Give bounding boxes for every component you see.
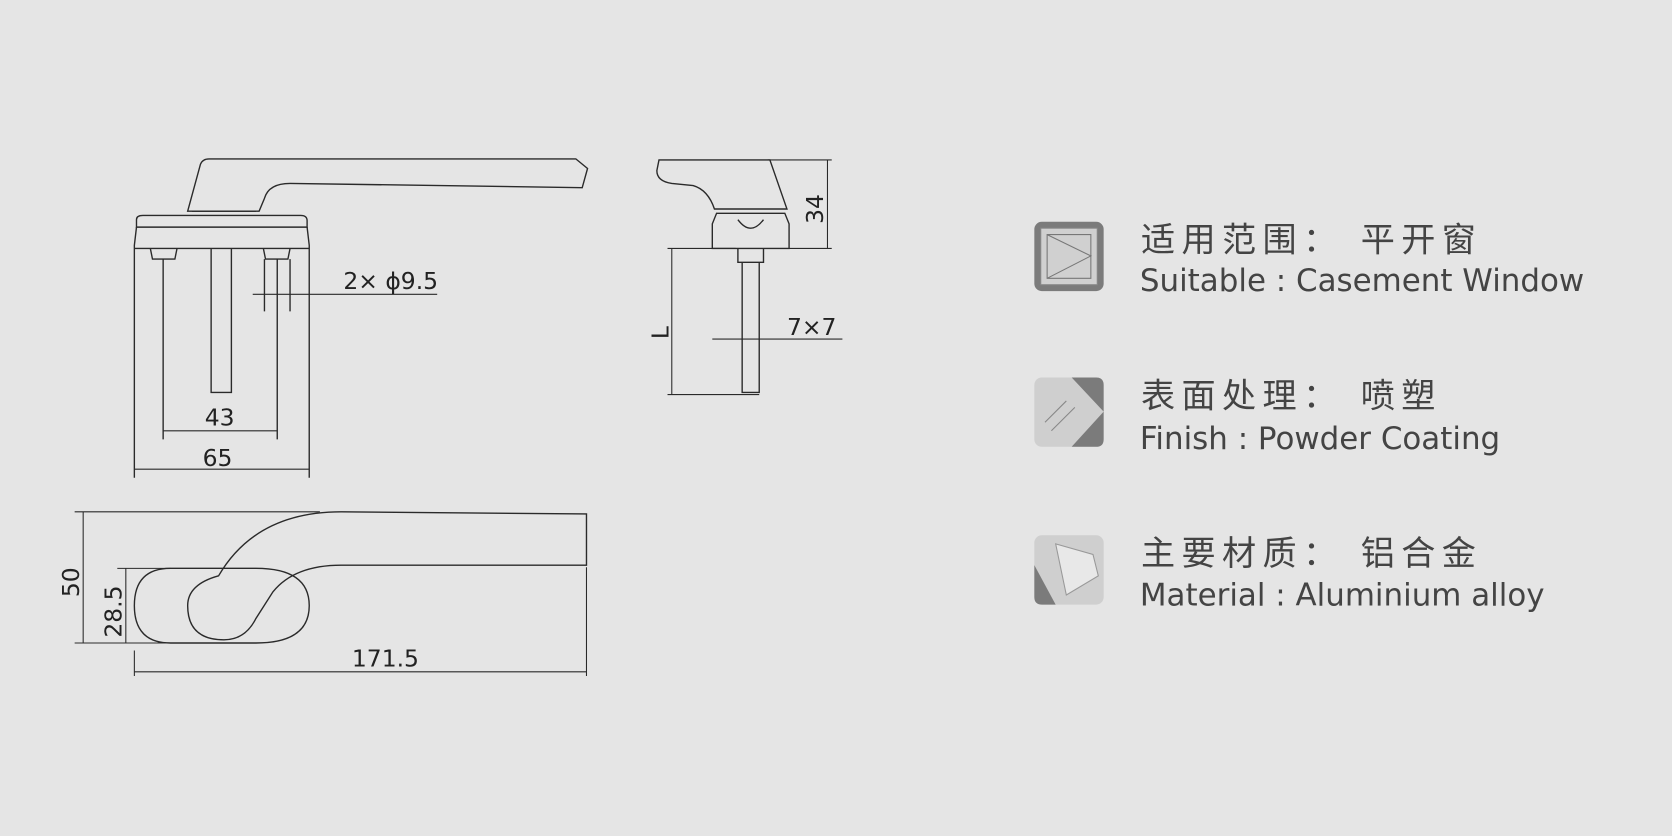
overall-length-dimension: 171.5 (352, 644, 419, 672)
length-dimension: L (647, 326, 675, 339)
spec-label-en: Material : Aluminium alloy (1140, 578, 1545, 614)
hole-spacing-dimension: 43 (205, 403, 235, 431)
height-dimension: 34 (801, 194, 829, 224)
spec-label-en: Suitable : Casement Window (1140, 263, 1584, 299)
spec-material: 主要材质： 铝合金 Material : Aluminium alloy (1034, 534, 1545, 614)
window-icon (1034, 221, 1104, 292)
spec-label-zh: 主要材质： 铝合金 (1141, 534, 1482, 574)
holes-dimension: 2× ϕ9.5 (343, 267, 438, 295)
spec-window: 适用范围： 平开窗 Suitable : Casement Window (1034, 221, 1584, 299)
side-view (656, 159, 843, 396)
spec-label-en: Finish : Powder Coating (1140, 421, 1500, 457)
base-width-dimension: 65 (203, 444, 233, 472)
spindle-dimension: 7×7 (787, 313, 836, 341)
spec-finish: 表面处理： 喷塑 Finish : Powder Coating (1034, 376, 1500, 457)
material-icon (1034, 535, 1104, 605)
spec-label-zh: 适用范围： 平开窗 (1141, 221, 1482, 261)
base-height-dimension: 28.5 (100, 585, 128, 637)
top-view (74, 511, 588, 677)
front-view (133, 158, 589, 478)
overall-height-dimension: 50 (57, 567, 85, 597)
finish-icon (1034, 377, 1104, 447)
spec-label-zh: 表面处理： 喷塑 (1141, 376, 1442, 416)
